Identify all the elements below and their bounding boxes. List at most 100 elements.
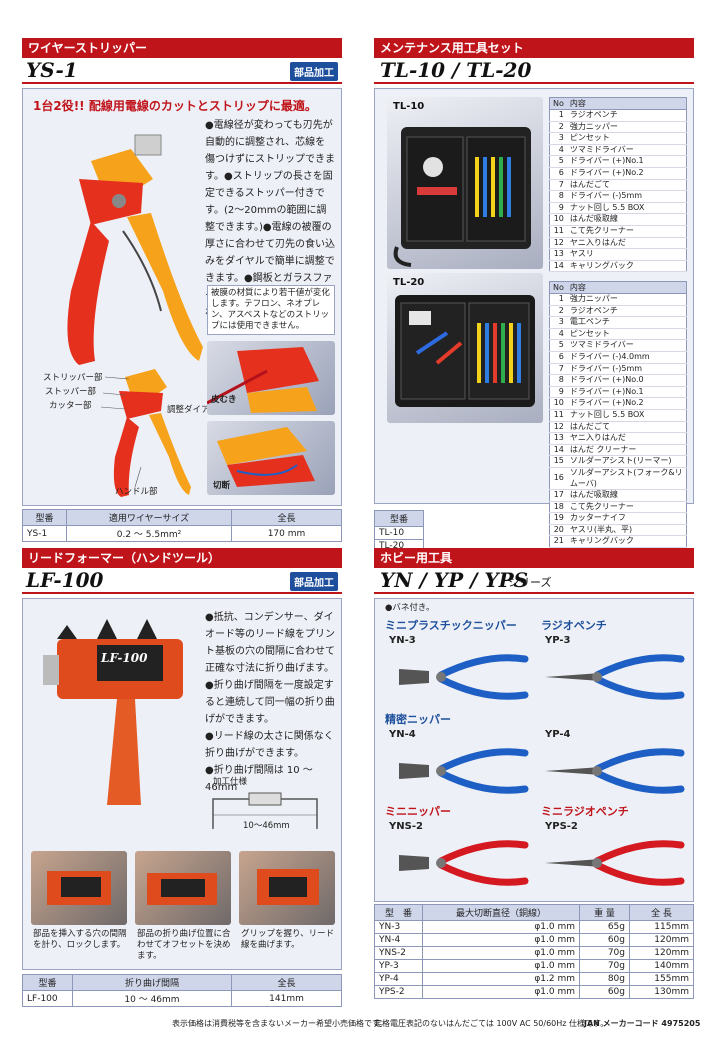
- ys1-part-stripper: ストリッパー部: [43, 373, 103, 383]
- tl10-part-name: ツマミドライバー: [566, 144, 687, 157]
- tl10-part-name: はんだ吸取線: [566, 213, 687, 226]
- tl10-part-number: 12: [549, 237, 567, 250]
- hobby-tool-code: YN-3: [389, 635, 416, 646]
- ys1-stripper-image: [67, 134, 203, 365]
- lf100-step1-photo: [31, 851, 127, 925]
- tl10-part-name: ナット回し 5.5 BOX: [566, 202, 687, 215]
- ys1-part-handle: ハンドル部: [115, 487, 158, 497]
- tl10-part-name: ピンセット: [566, 132, 687, 145]
- yn-spec-cell: φ1.2 mm: [422, 972, 580, 986]
- yn-model-suffix: シリーズ: [508, 576, 552, 589]
- ys1-features: ●電線径が変わっても刃先が自動的に調整され、芯線を傷つけずにストリップできます。…: [205, 120, 335, 318]
- lf100-diagram-title: 加工仕様: [213, 777, 248, 787]
- lf100-section-bar: リードフォーマー（ハンドツール）: [22, 548, 342, 568]
- ys1-model-line: YS-1 部品加工: [22, 58, 342, 84]
- lf100-step3-art: [257, 869, 319, 905]
- yn-spec-cell: YPS-2: [374, 985, 423, 999]
- footer-jan-code: JAN メーカーコード 4975205: [584, 1019, 701, 1028]
- hobby-tool-label: 精密ニッパー: [385, 713, 451, 726]
- tl20-part-name: 強力ニッパー: [566, 293, 687, 306]
- hobby-tool-code: YNS-2: [389, 821, 423, 832]
- ys1-strip-photo-art: [207, 347, 319, 413]
- ys1-part-dial: 調整ダイアル: [167, 405, 218, 415]
- lf100-step2-art: [147, 873, 217, 905]
- tl10-parts-header: 内容: [566, 97, 687, 110]
- tl20-part-name: ドライバー (+)No.1: [566, 386, 687, 399]
- yn-spec-cell: YNS-2: [374, 946, 423, 960]
- ys1-spec-header: 適用ワイヤーサイズ: [66, 509, 232, 526]
- hobby-tool-image: [545, 748, 685, 794]
- tl20-part-number: 20: [549, 524, 567, 537]
- yn-spec-header: 重 量: [579, 904, 630, 921]
- yn-spec-cell: 60g: [579, 985, 630, 999]
- yn-spec-cell: 130mm: [629, 985, 694, 999]
- hobby-tool-image: [545, 840, 685, 886]
- tl20-part-number: 8: [549, 374, 567, 387]
- tl10-part-number: 6: [549, 167, 567, 180]
- ys1-cut-photo: [207, 421, 335, 495]
- lf100-step3-caption: グリップを握り、リード線を曲げます。: [241, 929, 335, 950]
- tl20-part-name: ツマミドライバー: [566, 339, 687, 352]
- lf100-spec-header: 全長: [231, 974, 342, 991]
- tl20-part-number: 4: [549, 328, 567, 341]
- yn-spring-note: ●バネ付き。: [385, 603, 435, 613]
- tl20-part-name: ドライバー (-)5mm: [566, 363, 687, 376]
- tl20-part-name: こて先クリーナー: [566, 501, 687, 514]
- lf100-feature: ●抵抗、コンデンサー、ダイオード等のリード線をプリント基板の穴の間隔に合わせて正…: [205, 612, 335, 674]
- lf100-spec-header: 型番: [22, 974, 73, 991]
- lf100-category-tag: 部品加工: [290, 572, 338, 591]
- tl-spec-table: 型番 TL-10 TL-20: [374, 510, 424, 553]
- tl20-part-number: 11: [549, 409, 567, 422]
- tl10-part-number: 3: [549, 132, 567, 145]
- ys1-spec-cell: YS-1: [22, 525, 67, 542]
- hobby-tool-image: [399, 840, 529, 886]
- ys1-spec-cell: 170 mm: [231, 525, 342, 542]
- tl20-part-name: カッターナイフ: [566, 512, 687, 525]
- lf100-features: ●抵抗、コンデンサー、ダイオード等のリード線をプリント基板の穴の間隔に合わせて正…: [205, 609, 337, 796]
- ys1-section-bar: ワイヤーストリッパー: [22, 38, 342, 58]
- ys1-spec-table: 型番 適用ワイヤーサイズ 全長 YS-1 0.2 ～ 5.5mm² 170 mm: [22, 509, 342, 542]
- ys1-strip-photo: [207, 341, 335, 415]
- tl20-part-name: ピンセット: [566, 328, 687, 341]
- tl20-part-number: 5: [549, 339, 567, 352]
- tl10-part-name: ラジオペンチ: [566, 109, 687, 122]
- tl10-part-name: ドライバー (+)No.2: [566, 167, 687, 180]
- yn-section-bar: ホビー用工具: [374, 548, 694, 568]
- lf100-device-image: [43, 619, 183, 805]
- tl10-part-name: キャリングバック: [566, 260, 687, 273]
- tl10-part-number: 9: [549, 202, 567, 215]
- yn-spec-cell: 70g: [579, 946, 630, 960]
- yn-spec-cell: φ1.0 mm: [422, 985, 580, 999]
- yn-spec-cell: 80g: [579, 972, 630, 986]
- yn-spec-cell: YN-4: [374, 933, 423, 947]
- lf100-diagram-dim: 10～46mm: [243, 821, 290, 831]
- ys1-note-box: 被膜の材質により若干値が変化します。テフロン、ネオプレン、アスベストなどのストリ…: [207, 285, 335, 335]
- tl10-part-number: 7: [549, 179, 567, 192]
- lf100-spec-cell: 10 ～ 46mm: [72, 990, 232, 1007]
- yn-spec-cell: YP-3: [374, 959, 423, 973]
- yn-spec-cell: 115mm: [629, 920, 694, 934]
- tl10-part-name: 強力ニッパー: [566, 121, 687, 134]
- tl10-part-name: ドライバー (+)No.1: [566, 155, 687, 168]
- yn-spec-cell: YN-3: [374, 920, 423, 934]
